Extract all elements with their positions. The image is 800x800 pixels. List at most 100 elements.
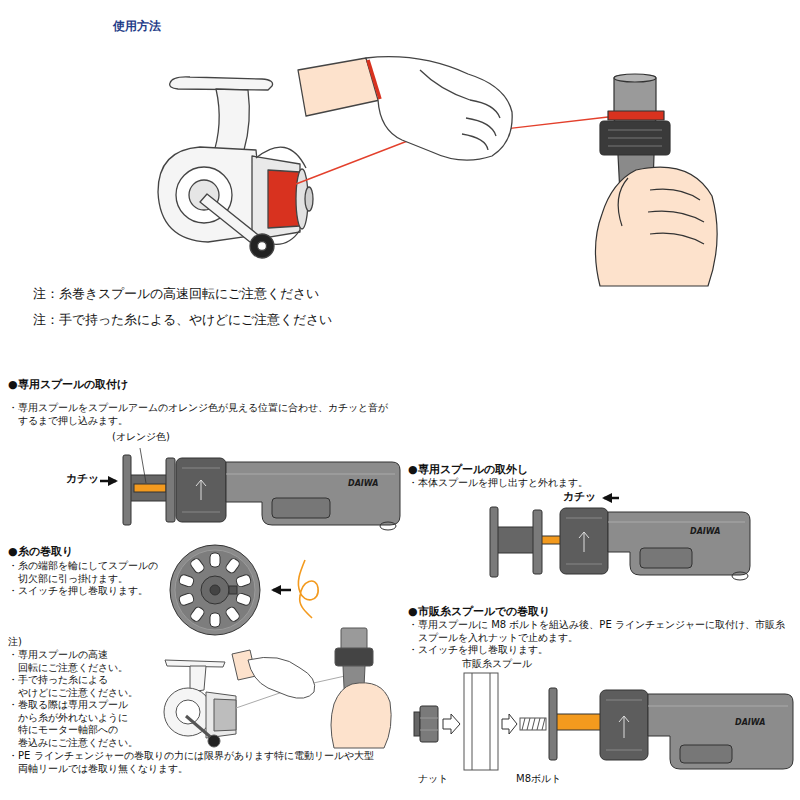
winding-illustration (176, 700, 200, 724)
instruction-text: ・専用スプールをスプールアームのオレンジ色が見える位置に合わせ、カチッと音が す… (8, 402, 390, 427)
line-changer-spool-detach (640, 548, 692, 568)
caution-note: 注：手で持った糸による、やけどにご注意ください (33, 312, 332, 328)
part-label: M8ボルト (516, 773, 561, 786)
page-title: 使用方法 (113, 19, 161, 34)
direction-arrow (273, 589, 291, 592)
leader-line (140, 448, 146, 483)
line-changer-spool-attach (166, 458, 175, 522)
winding-illustration (341, 628, 367, 650)
instruction-text: ・糸の端部を輪にしてスプールの 切欠部に引っ掛けます。 (8, 560, 163, 585)
caution-note: 注：糸巻きスプールの高速回転にご注意ください (33, 286, 319, 302)
commercial-line-spool (464, 673, 498, 770)
note-heading: 注) (8, 636, 22, 649)
line-changer-spool-detach (490, 507, 498, 577)
winding-illustration (208, 735, 220, 747)
nut (420, 718, 438, 730)
line-changer-in-hand (595, 167, 717, 286)
spool-front-view (229, 586, 237, 594)
spool-front-view (224, 606, 240, 623)
instruction-text: ・本体スプールを押し出すと外れます。 (408, 477, 588, 490)
spool-front-view (224, 557, 240, 574)
section-heading: ●専用スプールの取付け (8, 378, 128, 392)
spinning-reel (268, 170, 300, 228)
line-changer-spool-detach (732, 572, 748, 580)
spinning-reel (170, 77, 273, 90)
line-changer-spool-attach (196, 480, 206, 500)
line-changer-commercial (549, 688, 557, 760)
winding-illustration (331, 683, 391, 748)
spinning-reel (252, 156, 300, 240)
line-changer-commercial (648, 706, 788, 707)
line-changer-spool-detach (490, 507, 750, 580)
gloved-hand (298, 57, 512, 160)
winding-illustration (164, 628, 391, 748)
line-changer-in-hand (648, 189, 704, 244)
line-changer-in-hand (608, 130, 662, 146)
line-changer-spool-attach (272, 498, 330, 518)
line-changer-commercial (619, 716, 629, 738)
line-changer-spool-attach (123, 455, 131, 525)
winding-illustration (164, 688, 212, 736)
instruction-text: ・スイッチを押し巻取ります。 (408, 644, 548, 657)
line-changer-spool-attach (226, 462, 400, 525)
part-label: 市販糸スプール (462, 658, 532, 671)
commercial-line-spool (464, 673, 498, 770)
spinning-reel (250, 234, 274, 258)
line-changer-spool-attach (380, 522, 396, 530)
assembly-arrow (443, 714, 460, 734)
gloved-hand (298, 58, 380, 116)
nut (414, 706, 438, 742)
line-changer-spool-attach (134, 484, 166, 492)
nut (414, 712, 420, 736)
instruction-text: ・スイッチを押し巻取ります。 (8, 585, 148, 598)
spool-front-view (235, 592, 251, 606)
line-changer-commercial (648, 694, 793, 769)
winding-illustration (248, 657, 315, 698)
commercial-line-spool (472, 673, 490, 770)
line-changer-commercial (556, 714, 606, 730)
line-changer-in-hand (595, 74, 717, 286)
line-changer-commercial (680, 745, 732, 763)
part-label: ナット (418, 773, 448, 786)
gloved-hand (366, 57, 512, 160)
spool-front-view (189, 557, 205, 574)
line-changer-spool-detach (566, 518, 602, 564)
line-changer-spool-attach (182, 468, 220, 512)
spool-front-view (235, 574, 251, 588)
winding-illustration (214, 699, 236, 731)
m8-bolt (520, 718, 546, 730)
color-callout: (オレンジ色) (112, 431, 170, 444)
line-changer-spool-attach (226, 474, 395, 475)
line-changer-spool-detach (608, 512, 750, 575)
spool-front-view (189, 606, 205, 623)
spinning-reel (158, 77, 313, 258)
spinning-reel (258, 242, 267, 251)
line-loop (298, 560, 318, 618)
gloved-hand (462, 100, 500, 150)
spinning-reel (256, 147, 306, 168)
brand-logo: DAIWA (690, 527, 721, 537)
spool-front-view (210, 585, 220, 595)
nut (420, 706, 438, 742)
winding-illustration (206, 692, 236, 738)
line-changer-spool-attach (123, 455, 400, 530)
spool-front-view (178, 592, 194, 606)
push-arrow (100, 480, 116, 483)
spinning-reel (305, 187, 313, 211)
m8-bolt (522, 718, 545, 730)
gloved-hand (420, 70, 470, 100)
line-changer-in-hand (600, 121, 670, 155)
spool-front-view (175, 550, 255, 630)
note-text: ・手で持った糸による やけどにご注意ください。 (8, 674, 143, 699)
note-text: ・専用スプールの高速 回転にご注意ください。 (8, 649, 143, 674)
spool-front-view (210, 553, 220, 567)
line-changer-spool-detach (560, 508, 608, 574)
line-changer-commercial (549, 688, 793, 769)
m8-bolt (520, 718, 546, 730)
line-changer-spool-detach (533, 510, 542, 574)
line-changer-spool-attach (130, 475, 170, 501)
brand-logo: DAIWA (348, 479, 379, 489)
spool-front-view (170, 545, 260, 635)
